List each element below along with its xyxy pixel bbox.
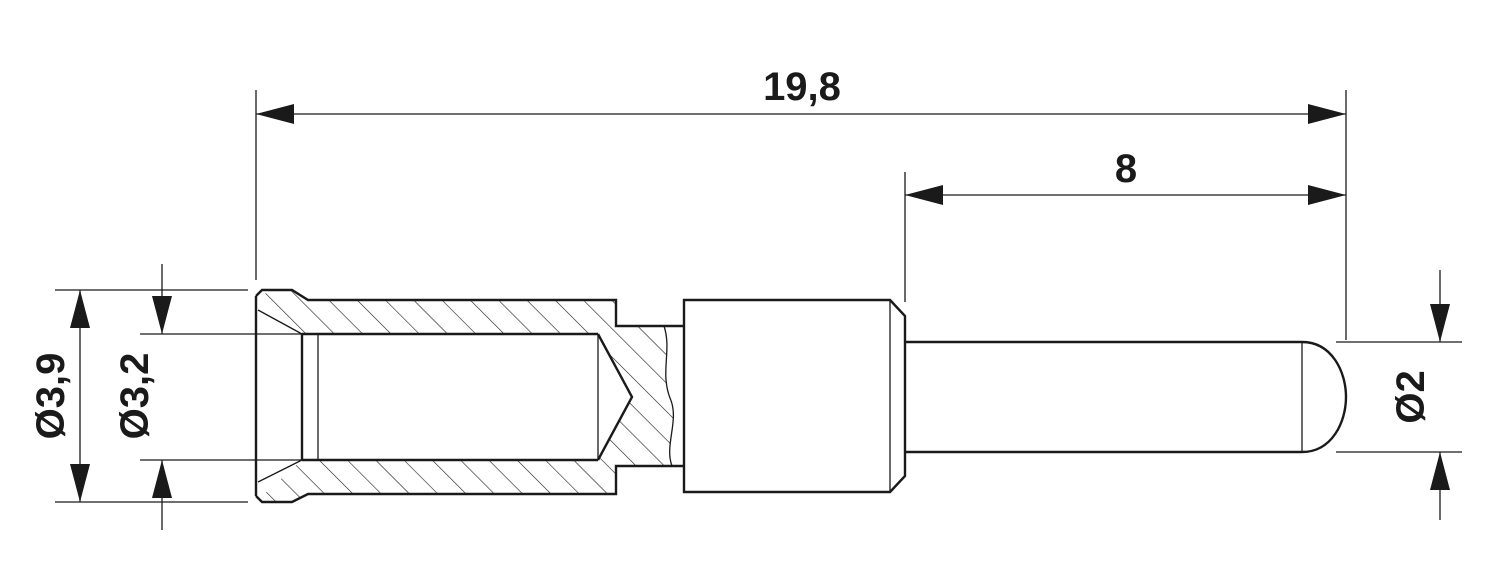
pin-length-label: 8 xyxy=(1115,147,1137,191)
dimension-outer-diameter: Ø3,9 xyxy=(29,290,90,502)
contact-collar xyxy=(682,298,907,494)
inner-diameter-label: Ø3,2 xyxy=(113,353,157,440)
outer-diameter-label: Ø3,9 xyxy=(29,353,73,440)
dimension-pin-length: 8 xyxy=(905,147,1346,205)
dimension-overall-length: 19,8 xyxy=(256,65,1346,124)
overall-length-label: 19,8 xyxy=(763,65,841,109)
extension-lines xyxy=(55,90,1462,503)
crimp-sleeve-section xyxy=(254,288,684,504)
dimension-pin-diameter: Ø2 xyxy=(1389,270,1450,520)
dimension-inner-diameter: Ø3,2 xyxy=(113,264,172,530)
pin-diameter-label: Ø2 xyxy=(1389,370,1433,423)
contact-pin xyxy=(905,340,1348,454)
